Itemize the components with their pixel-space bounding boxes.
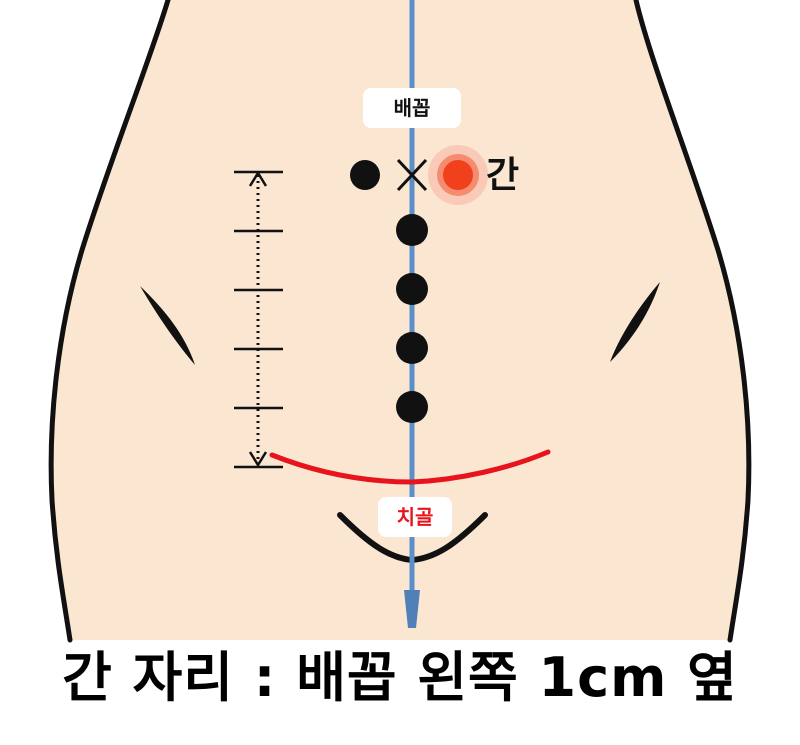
midline-point [396,391,428,423]
scale-arrow-bottom [248,451,268,468]
midline-bottom-taper [404,590,420,628]
pubic-bone-label: 치골 [378,497,452,537]
liver-point [443,160,473,190]
torso-right-outline [633,0,752,643]
torso-skin [51,0,749,640]
navel-label: 배꼽 [363,88,461,128]
liver-label: 간 [486,155,520,196]
navel-x-mark [396,158,428,192]
midline-points [396,214,428,423]
midline-point [396,214,428,246]
midline-point [396,332,428,364]
left-hip-crease [140,286,195,365]
right-hip-crease [610,282,660,362]
caption: 간 자리 : 배꼽 왼쪽 1cm 옆 [62,646,738,709]
midline-point [396,273,428,305]
pubic-bone-line [269,449,551,485]
torso-left-outline [48,0,171,643]
left-of-navel-point [350,160,380,190]
measurement-scale [234,170,283,469]
